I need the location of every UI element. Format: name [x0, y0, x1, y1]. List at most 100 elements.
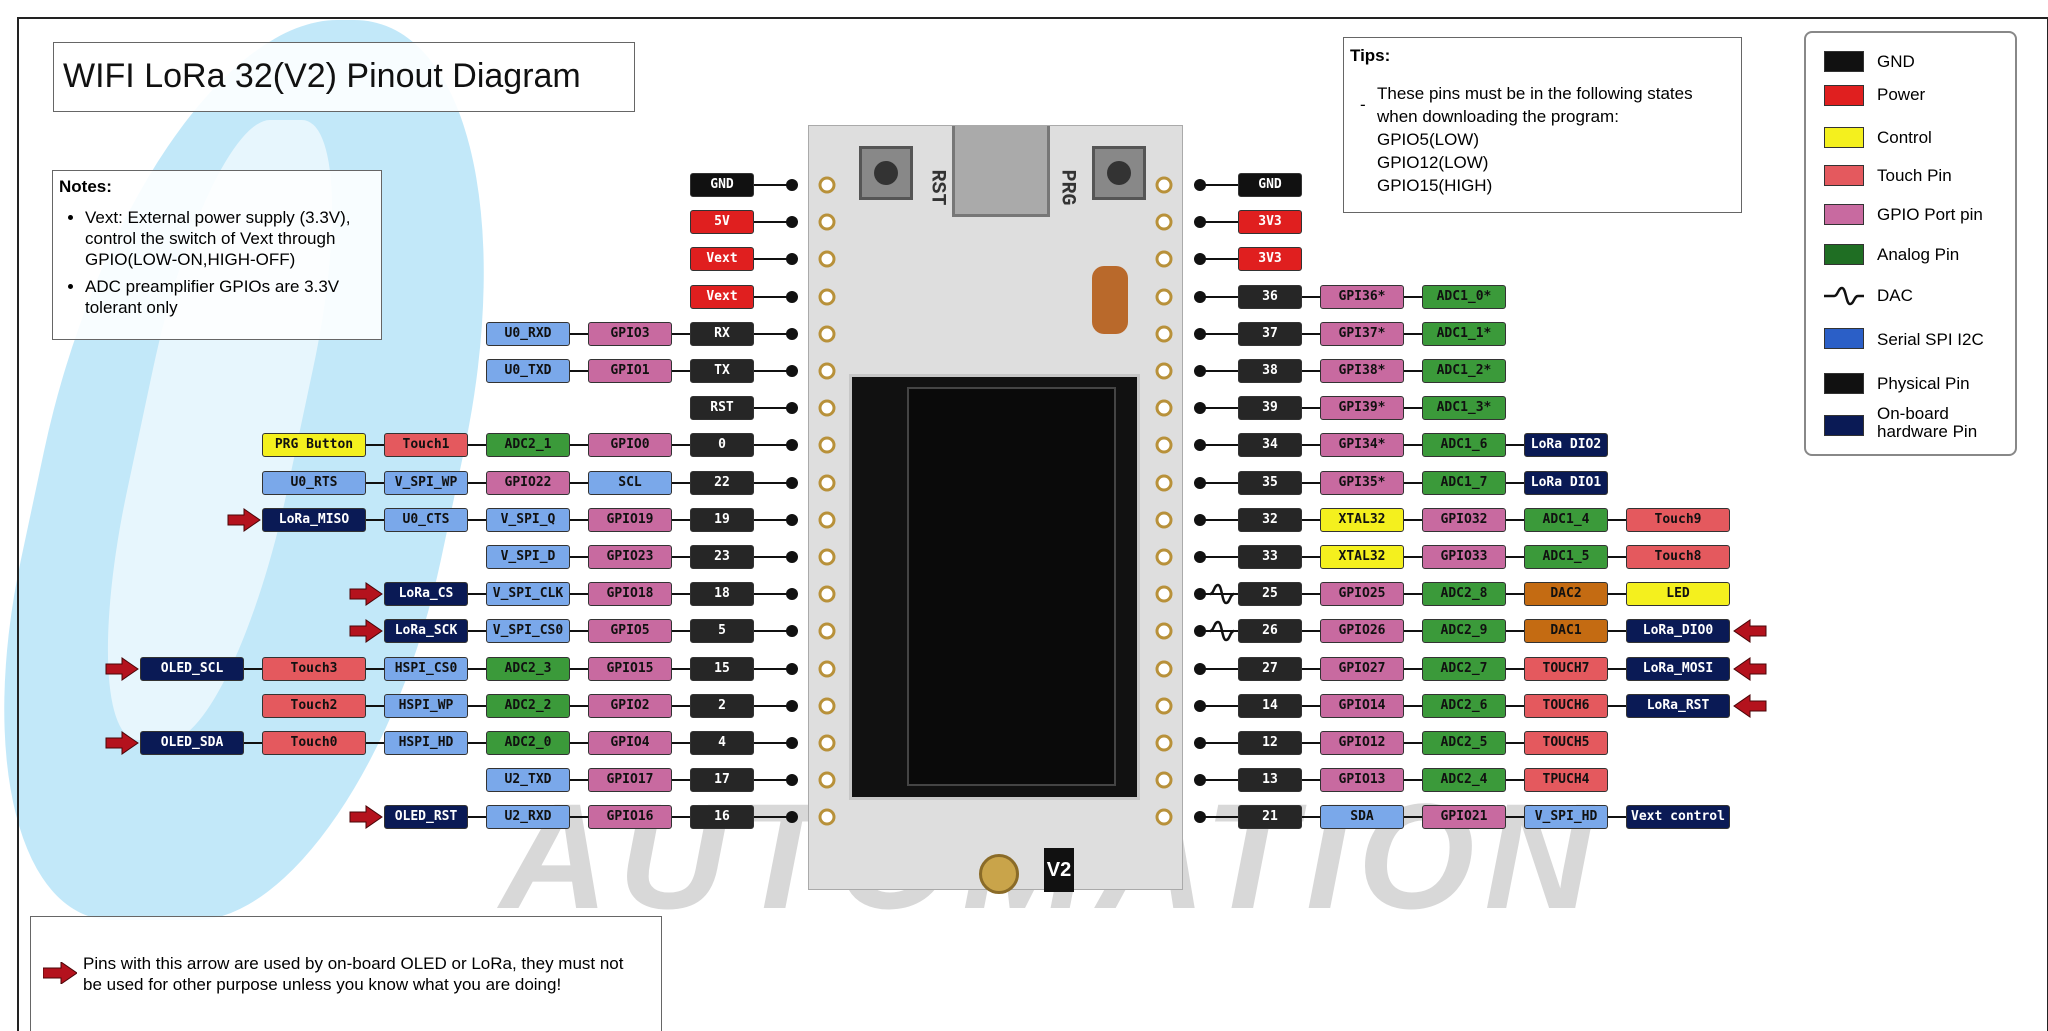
- pin-label: GPIO33: [1422, 545, 1506, 569]
- pin-label: PRG Button: [262, 433, 366, 457]
- legend-swatch: [1824, 244, 1864, 265]
- pin-label: GPIO2: [588, 694, 672, 718]
- pin-label: ADC2_6: [1422, 694, 1506, 718]
- pin-label: GND: [690, 173, 754, 197]
- tips-line: GPIO15(HIGH): [1377, 176, 1493, 195]
- pin-label: LoRa DIO1: [1524, 471, 1608, 495]
- pin-label: U0_RXD: [486, 322, 570, 346]
- notes-heading: Notes:: [59, 177, 112, 196]
- legend-label: GND: [1877, 52, 1915, 71]
- board-image: RST PRG V2: [808, 125, 1183, 894]
- legend-swatch: [1824, 165, 1864, 186]
- pin-label: 34: [1238, 433, 1302, 457]
- pin-label: XTAL32: [1320, 508, 1404, 532]
- prg-button: [1092, 146, 1146, 200]
- pin-label: 23: [690, 545, 754, 569]
- tips-heading: Tips:: [1350, 46, 1391, 65]
- pin-label: GPIO17: [588, 768, 672, 792]
- warning-line: be used for other purpose unless you kno…: [83, 975, 562, 994]
- tips-line: GPIO12(LOW): [1377, 153, 1489, 172]
- legend-swatch: [1824, 373, 1864, 394]
- pin-label: 5: [690, 619, 754, 643]
- antenna-coil: [1092, 266, 1128, 334]
- pin-label: LoRa_RST: [1626, 694, 1730, 718]
- pin-label: 38: [1238, 359, 1302, 383]
- pin-label: GPIO18: [588, 582, 672, 606]
- legend-label: On-board hardware Pin: [1877, 404, 1978, 441]
- pin-label: ADC1_0*: [1422, 285, 1506, 309]
- pin-label: Vext control: [1626, 805, 1730, 829]
- pin-label: 15: [690, 657, 754, 681]
- pin-label: ADC2_7: [1422, 657, 1506, 681]
- pin-label: ADC2_0: [486, 731, 570, 755]
- pin-label: Vext: [690, 247, 754, 271]
- pin-label: OLED_SCL: [140, 657, 244, 681]
- pin-label: 3V3: [1238, 210, 1302, 234]
- legend: GND Power Control Touch Pin GPIO Port pi…: [1804, 31, 2017, 456]
- pin-label: LoRa_MOSI: [1626, 657, 1730, 681]
- pin-label: 4: [690, 731, 754, 755]
- pin-label: SDA: [1320, 805, 1404, 829]
- pin-label: GPIO5: [588, 619, 672, 643]
- pin-label: ADC2_9: [1422, 619, 1506, 643]
- tips-box: Tips: - These pins must be in the follow…: [1343, 37, 1742, 213]
- pin-label: 19: [690, 508, 754, 532]
- legend-label: Physical Pin: [1877, 374, 1970, 393]
- pin-label: DAC2: [1524, 582, 1608, 606]
- pin-label: GPI34*: [1320, 433, 1404, 457]
- pin-label: 0: [690, 433, 754, 457]
- pin-label: RX: [690, 322, 754, 346]
- pin-label: 37: [1238, 322, 1302, 346]
- pin-label: LoRa_DIO0: [1626, 619, 1730, 643]
- pin-label: ADC1_6: [1422, 433, 1506, 457]
- pin-label: 13: [1238, 768, 1302, 792]
- pin-label: 21: [1238, 805, 1302, 829]
- legend-label: GPIO Port pin: [1877, 205, 1983, 224]
- pin-label: 3V3: [1238, 247, 1302, 271]
- pin-label: ADC2_1: [486, 433, 570, 457]
- warning-line: Pins with this arrow are used by on-boar…: [83, 954, 624, 973]
- pin-label: ADC2_8: [1422, 582, 1506, 606]
- pin-label: RST: [690, 396, 754, 420]
- pin-label: ADC2_2: [486, 694, 570, 718]
- pin-label: GPIO21: [1422, 805, 1506, 829]
- pin-label: 26: [1238, 619, 1302, 643]
- pin-label: GPI39*: [1320, 396, 1404, 420]
- tips-line: These pins must be in the following stat…: [1377, 84, 1693, 103]
- pin-label: DAC1: [1524, 619, 1608, 643]
- pin-label: 27: [1238, 657, 1302, 681]
- pin-label: V_SPI_CLK: [486, 582, 570, 606]
- pin-label: XTAL32: [1320, 545, 1404, 569]
- pin-label: 2: [690, 694, 754, 718]
- pin-label: Vext: [690, 285, 754, 309]
- pin-label: HSPI_WP: [384, 694, 468, 718]
- legend-label: Power: [1877, 85, 1926, 104]
- pin-label: 36: [1238, 285, 1302, 309]
- pin-label: Touch1: [384, 433, 468, 457]
- pin-label: HSPI_HD: [384, 731, 468, 755]
- pin-label: GPIO13: [1320, 768, 1404, 792]
- oled-display: [849, 374, 1140, 800]
- legend-swatch: [1824, 85, 1864, 106]
- pin-label: TOUCH7: [1524, 657, 1608, 681]
- pin-label: ADC1_4: [1524, 508, 1608, 532]
- pin-label: U0_CTS: [384, 508, 468, 532]
- tips-line: when downloading the program:: [1377, 107, 1619, 126]
- pin-label: GPIO22: [486, 471, 570, 495]
- pin-label: GPIO14: [1320, 694, 1404, 718]
- legend-swatch: [1824, 127, 1864, 148]
- pin-label: ADC1_3*: [1422, 396, 1506, 420]
- legend-label: Touch Pin: [1877, 166, 1952, 185]
- pin-label: Touch9: [1626, 508, 1730, 532]
- page-title: WIFI LoRa 32(V2) Pinout Diagram: [53, 42, 635, 112]
- pin-label: GPIO1: [588, 359, 672, 383]
- pin-label: 16: [690, 805, 754, 829]
- pin-label: ADC2_5: [1422, 731, 1506, 755]
- antenna-connector: [979, 854, 1019, 894]
- pin-label: HSPI_CS0: [384, 657, 468, 681]
- pin-label: GPI35*: [1320, 471, 1404, 495]
- notes-box: Notes: Vext: External power supply (3.3V…: [52, 170, 382, 340]
- pin-label: LoRa_MISO: [262, 508, 366, 532]
- pin-label: 18: [690, 582, 754, 606]
- legend-label: DAC: [1877, 286, 1913, 305]
